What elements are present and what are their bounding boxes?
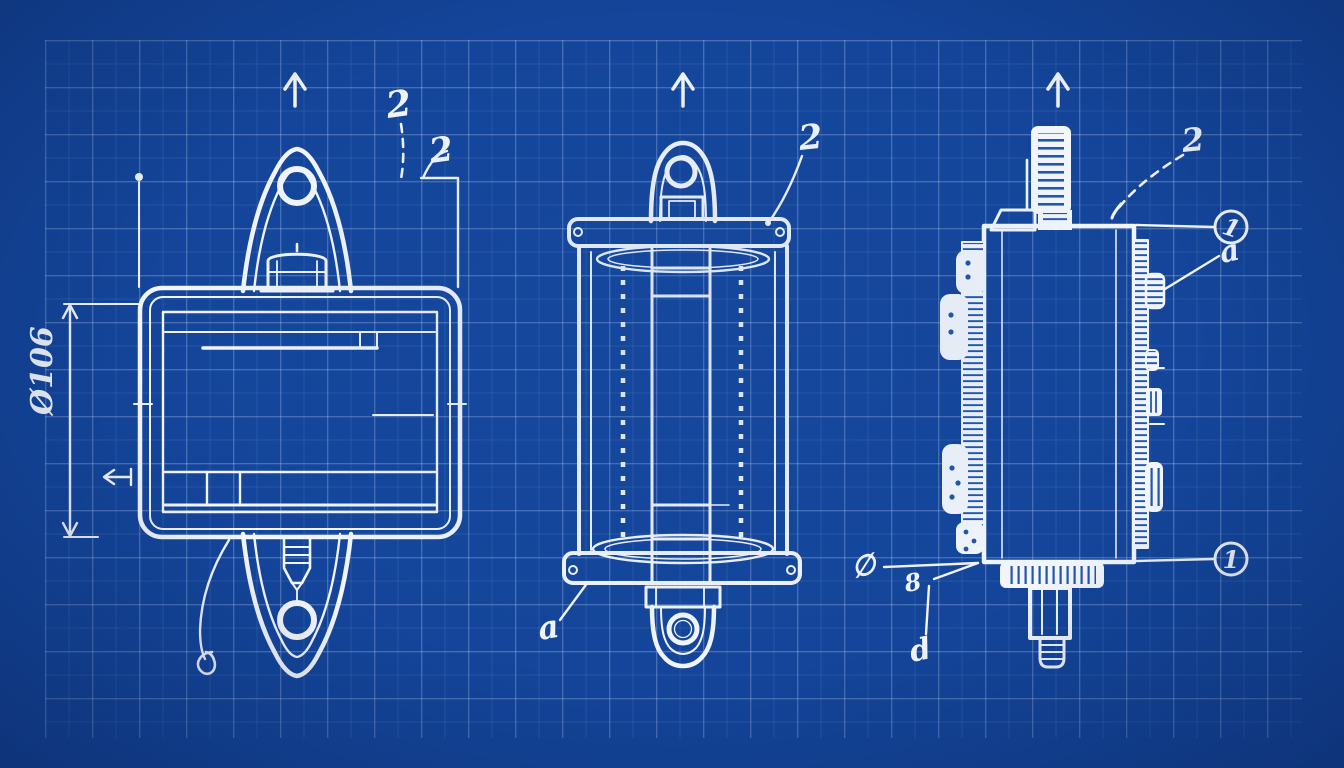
- leader-tip: [1110, 202, 1123, 220]
- callout-label: 2: [1179, 120, 1206, 160]
- section-view: 2: [535, 72, 825, 669]
- top-flange: [567, 217, 791, 248]
- scribble-label: 8: [901, 566, 924, 598]
- lug-hole: [664, 155, 698, 189]
- leader-dashed: [399, 122, 405, 181]
- bottom-lug: [644, 585, 722, 669]
- extension-line: [135, 173, 143, 288]
- bottom-connector: [1000, 562, 1104, 669]
- front-view: 2 2 Ø106: [25, 72, 467, 679]
- cylinder-shell: [577, 244, 789, 565]
- inner-column: [650, 247, 730, 585]
- callout-label: 2: [796, 117, 825, 159]
- up-arrow-icon: [671, 72, 695, 108]
- right-fins: [1133, 239, 1166, 549]
- lug-hole: [277, 600, 317, 640]
- housing-body: [133, 285, 467, 540]
- top-lug: [648, 140, 718, 224]
- callout-badge-bottom: 1: [1135, 541, 1249, 577]
- leader-line: [558, 580, 590, 622]
- mounting-lug-top: [240, 146, 354, 294]
- valve-knob: [259, 242, 335, 293]
- callout-loop-top: a: [1163, 233, 1243, 291]
- leader-elbow: [419, 149, 460, 289]
- leader-dashed: [1115, 153, 1185, 212]
- up-arrow-icon: [283, 72, 307, 108]
- lug-hole: [277, 166, 317, 206]
- callout-label: a: [535, 607, 562, 648]
- up-arrow-icon: [1046, 72, 1070, 108]
- device-body: [981, 223, 1137, 565]
- badge-text: 1: [1223, 545, 1240, 574]
- left-fins: [940, 241, 986, 554]
- fin-tab: [1144, 272, 1166, 310]
- threaded-stack: [989, 126, 1072, 232]
- callout-label: 2: [382, 82, 414, 127]
- datum-arrow: [102, 467, 133, 487]
- lug-hole: [666, 612, 700, 646]
- side-view: 2 1 a: [848, 72, 1249, 670]
- scribble-label: d: [906, 631, 934, 670]
- scribble-label: ∅: [848, 546, 882, 585]
- leader-hook: [196, 538, 231, 676]
- bottom-leaders: ∅ 8 d: [848, 546, 980, 670]
- loop-text: a: [1216, 233, 1242, 271]
- leader-curve: [767, 154, 804, 224]
- mounting-lug-bottom: [240, 531, 354, 679]
- dimension-text: Ø106: [25, 326, 60, 417]
- threaded-stem: [282, 536, 312, 602]
- dimension-line: Ø106: [25, 303, 143, 538]
- bottom-flange: [562, 551, 802, 585]
